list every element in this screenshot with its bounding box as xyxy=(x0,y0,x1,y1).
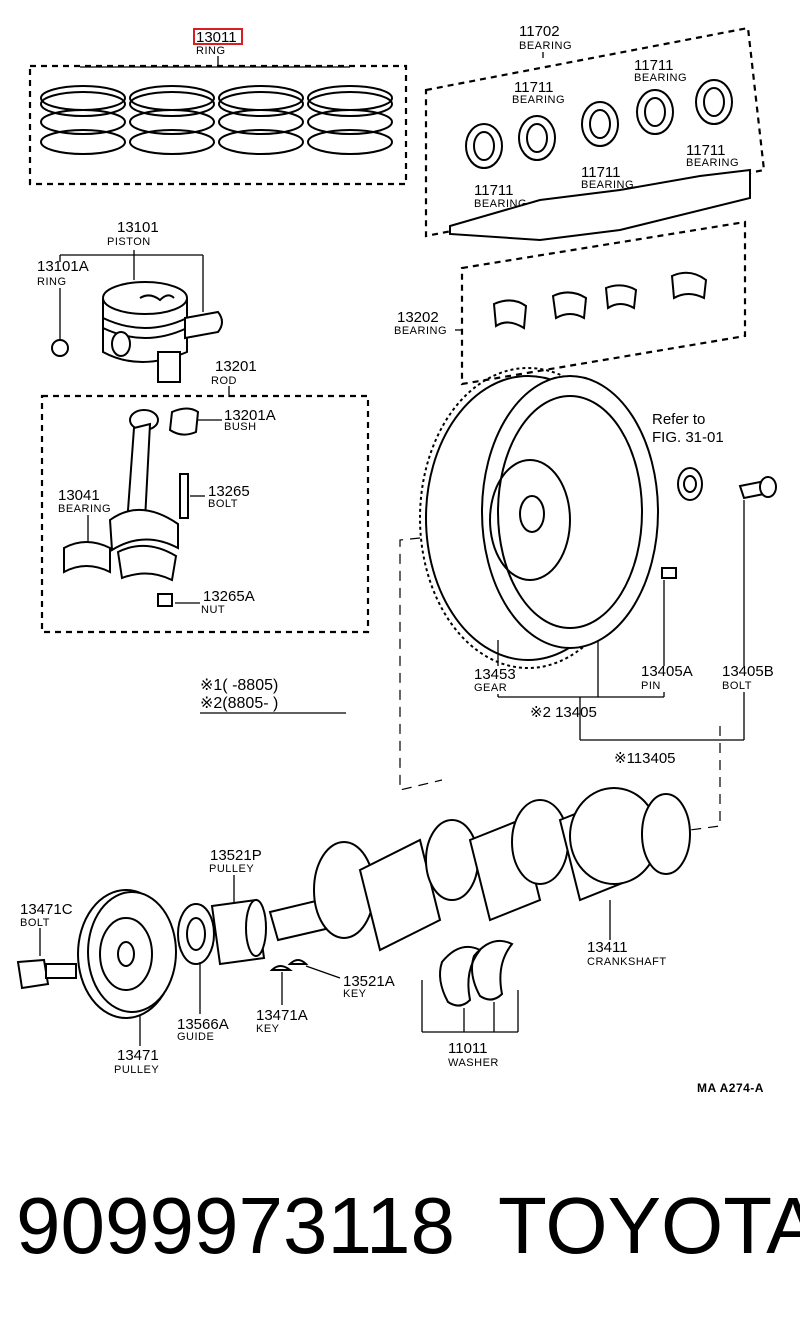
crank-key-number: 13521A xyxy=(343,973,395,990)
pulley-key-number: 13471A xyxy=(256,1007,308,1024)
note-1: ※1( -8805) xyxy=(200,677,278,694)
crankshaft-number: 13411 xyxy=(587,939,628,956)
piston-rings xyxy=(40,85,393,155)
flywheel-group: Refer to FIG. 31-01 13453 GEAR 13405A PI… xyxy=(399,367,777,831)
flywheel-1-label: ※113405 xyxy=(614,750,676,767)
footer-brand: TOYOTA xyxy=(498,1181,800,1270)
main-bearing-group: 11702 BEARING 11711 BEARING 11711 BEARIN… xyxy=(424,23,766,242)
bearing-b-number: 11711 xyxy=(634,57,674,74)
ring-set-name: RING xyxy=(196,45,226,57)
rod-bush-number: 13201A xyxy=(224,407,276,424)
crankshaft-image xyxy=(268,787,691,952)
ring-set-number: 13011 xyxy=(196,29,237,46)
bearing-a-name: BEARING xyxy=(512,94,565,106)
flywheel-bolt-name: BOLT xyxy=(722,680,752,692)
crankshaft-group: 13411 CRANKSHAFT xyxy=(268,787,691,968)
crank-pulley-name: PULLEY xyxy=(114,1064,159,1076)
rod-bolt-number: 13265 xyxy=(208,483,250,500)
bearing-ring-image xyxy=(677,467,703,501)
piston-ring-number: 13101A xyxy=(37,258,89,275)
crank-bearing-group: 13202 BEARING xyxy=(394,220,747,386)
timing-pulley-image xyxy=(177,898,267,966)
pin-image xyxy=(661,567,677,579)
pulley-key-name: KEY xyxy=(256,1023,280,1035)
rod-image xyxy=(63,407,200,607)
thrust-washer-number: 11011 xyxy=(448,1040,488,1057)
main-bearing-number: 11702 xyxy=(519,23,560,40)
piston-number: 13101 xyxy=(117,219,159,236)
timing-pulley-name: PULLEY xyxy=(209,863,254,875)
flywheel-bolt-number: 13405B xyxy=(722,663,774,680)
bearing-d-number: 11711 xyxy=(581,164,621,181)
bearing-c-name: BEARING xyxy=(686,157,739,169)
piston-group: 13101 PISTON 13101A RING xyxy=(37,219,223,383)
main-bearing-name: BEARING xyxy=(519,40,572,52)
piston-name: PISTON xyxy=(107,236,151,248)
bearing-c-number: 11711 xyxy=(686,142,726,159)
timing-pulley-number: 13521P xyxy=(210,847,262,864)
crank-pulley-number: 13471 xyxy=(117,1047,159,1064)
crank-pulley-image xyxy=(16,889,177,1019)
rod-nut-name: NUT xyxy=(201,604,225,616)
refer-line-2: FIG. 31-01 xyxy=(652,429,724,446)
pin-number: 13405A xyxy=(641,663,693,680)
pulley-bolt-name: BOLT xyxy=(20,917,50,929)
refer-line-1: Refer to xyxy=(652,411,705,428)
rod-group: 13201 ROD 13201A BUSH 13041 BEARING 1326… xyxy=(40,358,370,634)
crank-bearing-border xyxy=(460,220,747,386)
rod-border xyxy=(40,394,370,634)
main-bearing-image xyxy=(449,79,751,242)
pulley-bolt-number: 13471C xyxy=(20,901,73,918)
rod-bolt-name: BOLT xyxy=(208,498,238,510)
thrust-washer-image xyxy=(439,940,514,1007)
timing-pulley-group: 13521P PULLEY xyxy=(177,847,267,966)
bearing-d-name: BEARING xyxy=(581,179,634,191)
crank-bearing-name: BEARING xyxy=(394,325,447,337)
highlight-box xyxy=(193,28,243,45)
ring-gear-name: GEAR xyxy=(474,682,507,694)
bearing-a-number: 11711 xyxy=(514,79,554,96)
crank-bearing-number: 13202 xyxy=(397,309,439,326)
ring-gear-number: 13453 xyxy=(474,666,516,683)
crank-key-image xyxy=(287,959,309,965)
rod-nut-number: 13265A xyxy=(203,588,255,605)
bearing-b-name: BEARING xyxy=(634,72,687,84)
crank-bearing-image xyxy=(492,271,708,330)
rod-bearing-number: 13041 xyxy=(58,487,100,504)
main-bearing-border xyxy=(424,26,766,238)
piston-image xyxy=(51,281,223,383)
rod-bush-name: BUSH xyxy=(224,421,257,433)
crankshaft-name: CRANKSHAFT xyxy=(587,956,667,968)
flywheel-image xyxy=(419,367,659,669)
keys-group: 13521A KEY 13471A KEY 13566A GUIDE xyxy=(177,959,395,1043)
pin-name: PIN xyxy=(641,680,661,692)
flywheel-2-label: ※2 13405 xyxy=(530,704,597,721)
rod-bearing-name: BEARING xyxy=(58,503,111,515)
note-2: ※2(8805- ) xyxy=(200,695,278,712)
figure-code: MA A274-A xyxy=(697,1081,764,1095)
footer-part-number: 9099973118 xyxy=(16,1181,455,1270)
rod-name: ROD xyxy=(211,375,237,387)
ring-set-group: 13011 RING xyxy=(28,28,408,186)
thrust-washer-group: 11011 WASHER xyxy=(421,940,519,1069)
pulley-key-image xyxy=(269,965,293,971)
piston-ring-name: RING xyxy=(37,276,67,288)
thrust-washer-name: WASHER xyxy=(448,1057,499,1069)
guide-name: GUIDE xyxy=(177,1031,214,1043)
bearing-e-number: 11711 xyxy=(474,182,514,199)
rod-number: 13201 xyxy=(215,358,257,375)
guide-number: 13566A xyxy=(177,1016,229,1033)
crank-key-name: KEY xyxy=(343,988,367,1000)
crank-pulley-group: 13471C BOLT 13471 PULLEY xyxy=(16,889,177,1076)
ring-set-border xyxy=(28,64,408,186)
